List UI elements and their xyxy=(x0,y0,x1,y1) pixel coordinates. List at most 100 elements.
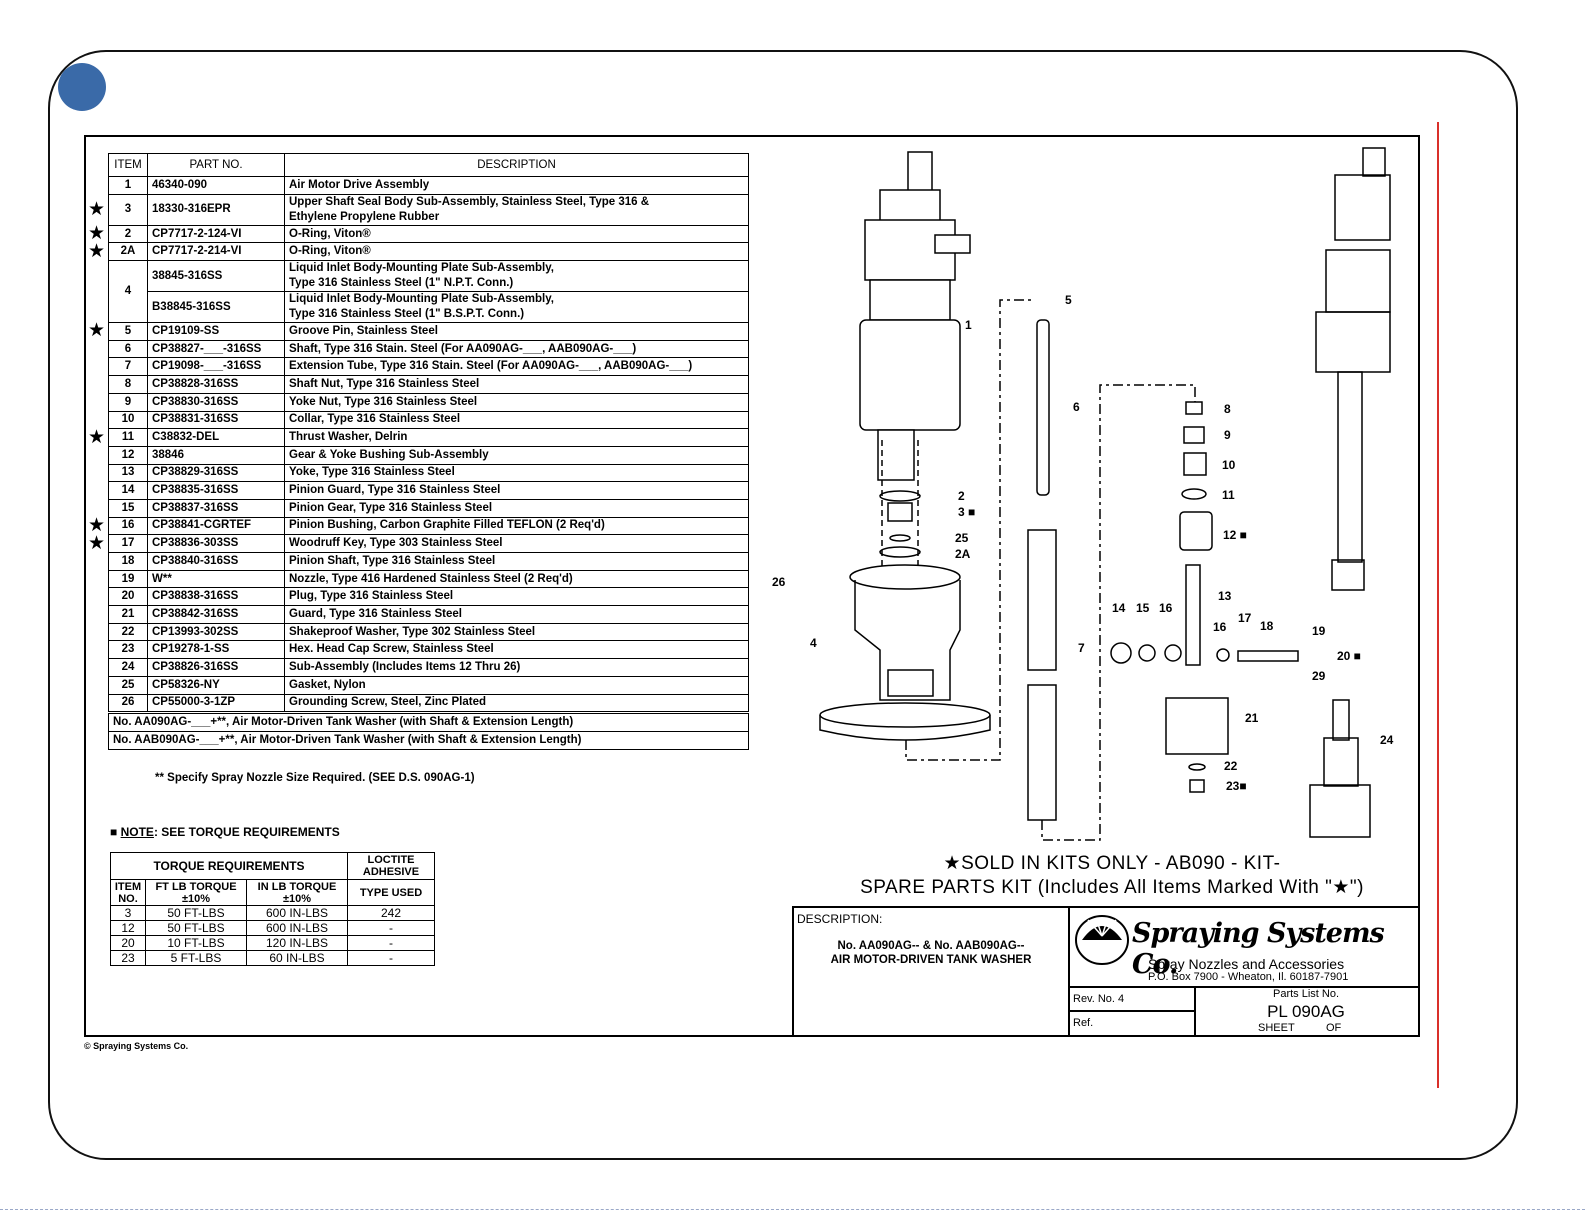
gear-parts-illustration xyxy=(1110,401,1299,793)
col-in-lb: IN LB TORQUE ±10% xyxy=(246,879,348,906)
header-item: ITEM xyxy=(108,153,148,177)
torque-type-cell: - xyxy=(347,935,435,951)
description-line: Extension Tube, Type 316 Stain. Steel (F… xyxy=(289,360,693,373)
part-no-cell: 18330-316EPR xyxy=(147,193,285,226)
model-number-cell: No. AA090AG-___+**, Air Motor-Driven Tan… xyxy=(108,711,749,732)
part-no-cell: CP38826-316SS xyxy=(147,658,285,677)
item-cell: 1 xyxy=(108,176,148,195)
item-cell: 2 xyxy=(108,224,148,244)
item-cell: 6 xyxy=(108,339,148,359)
part-no-cell: CP7717-2-214-VI xyxy=(147,242,285,262)
loctite-header: LOCTITE ADHESIVE xyxy=(347,852,435,880)
description-line: Gasket, Nylon xyxy=(289,678,366,691)
part-no-cell: CP38840-316SS xyxy=(147,552,285,571)
callout-label: 2 xyxy=(958,489,965,503)
red-margin-line xyxy=(1437,122,1439,1088)
description-cell: Shakeproof Washer, Type 302 Stainless St… xyxy=(284,622,749,642)
torque-in-cell: 600 IN-LBS xyxy=(246,905,348,921)
part-no-cell: 38845-316SS xyxy=(147,260,285,293)
table-row: B38845-316SS Liquid Inlet Body-Mounting P… xyxy=(109,291,749,324)
torque-ft-cell: 50 FT-LBS xyxy=(145,920,247,936)
callout-label: 2A xyxy=(955,547,971,561)
callout-label: 5 xyxy=(1065,293,1072,307)
callout-label: 26 xyxy=(772,575,786,589)
description-line-2: Ethylene Propylene Rubber xyxy=(289,210,440,223)
rev-number: Rev. No. 4 xyxy=(1073,993,1125,1005)
description-cell: O-Ring, Viton® xyxy=(284,242,749,262)
description-cell: O-Ring, Viton® xyxy=(284,224,749,244)
description-cell: Liquid Inlet Body-Mounting Plate Sub-Ass… xyxy=(284,291,749,324)
item-cell: 9 xyxy=(108,392,148,412)
part-no-cell: CP38831-316SS xyxy=(147,410,285,430)
description-cell: Extension Tube, Type 316 Stain. Steel (F… xyxy=(284,357,749,377)
leader-dashed xyxy=(905,299,1035,761)
description-line-2: Type 316 Stainless Steel (1" B.S.P.T. Co… xyxy=(289,308,525,321)
description-cell: Yoke Nut, Type 316 Stainless Steel xyxy=(284,392,749,412)
col-type-used: TYPE USED xyxy=(347,879,435,906)
item-cell: 5 xyxy=(108,322,148,341)
part-no-cell: B38845-316SS xyxy=(147,291,285,324)
description-line-1: No. AA090AG-- & No. AAB090AG-- xyxy=(837,940,1025,952)
description-cell: Groove Pin, Stainless Steel xyxy=(284,322,749,341)
model-row: No. AAB090AG-___+**, Air Motor-Driven Ta… xyxy=(108,730,749,750)
description-cell: Air Motor Drive Assembly xyxy=(284,176,749,195)
item-cell: 20 xyxy=(108,587,148,607)
description-line: Liquid Inlet Body-Mounting Plate Sub-Ass… xyxy=(289,262,554,275)
description-line: Liquid Inlet Body-Mounting Plate Sub-Ass… xyxy=(289,293,554,306)
part-no-cell: CP38830-316SS xyxy=(147,392,285,412)
item-cell: 8 xyxy=(108,375,148,394)
callout-label: 19 xyxy=(1312,624,1326,638)
item-cell: 13 xyxy=(108,463,148,483)
part-no-cell: C38832-DEL xyxy=(147,428,285,447)
callout-label: 3 ■ xyxy=(958,505,976,519)
part-no-cell: W** xyxy=(147,569,285,589)
item-cell: 17 xyxy=(108,534,148,553)
rev-ref-box: Rev. No. 4 Ref. xyxy=(1068,986,1196,1035)
part-no-cell: CP38835-316SS xyxy=(147,481,285,500)
callout-label: 29 xyxy=(1312,669,1326,683)
col-ft-lb: FT LB TORQUE ±10% xyxy=(145,879,247,906)
description-line-2: AIR MOTOR-DRIVEN TANK WASHER xyxy=(830,954,1032,966)
title-block: DESCRIPTION: No. AA090AG-- & No. AAB090A… xyxy=(792,906,1420,1037)
kit-star-icon: ★ xyxy=(88,532,106,554)
kit-star-icon: ★ xyxy=(88,223,106,245)
description-line: O-Ring, Viton® xyxy=(289,227,371,240)
spare-parts-kit-note: ★SOLD IN KITS ONLY - AB090 - KIT- SPARE … xyxy=(812,852,1412,900)
part-no-cell: CP38838-316SS xyxy=(147,587,285,607)
specify-note: ** Specify Spray Nozzle Size Required. (… xyxy=(155,772,475,784)
description-line: Shakeproof Washer, Type 302 Stainless St… xyxy=(289,625,536,638)
kit-star-icon: ★ xyxy=(88,320,106,342)
torque-in-cell: 600 IN-LBS xyxy=(246,920,348,936)
exploded-view-drawing xyxy=(819,147,1391,841)
description-cell: Grounding Screw, Steel, Zinc Plated xyxy=(284,693,749,714)
item-cell: 22 xyxy=(108,622,148,642)
description-line: Shaft, Type 316 Stain. Steel (For AA090A… xyxy=(289,342,637,355)
description-line: Yoke, Type 316 Stainless Steel xyxy=(289,466,455,479)
item-cell: 18 xyxy=(108,552,148,571)
torque-item-cell: 12 xyxy=(110,920,146,936)
ref-label: Ref. xyxy=(1073,1017,1094,1029)
description-cell: Yoke, Type 316 Stainless Steel xyxy=(284,463,749,483)
callout-label: 16 xyxy=(1213,620,1227,634)
part-no-cell: CP38829-316SS xyxy=(147,463,285,483)
torque-requirements-table: TORQUE REQUIREMENTS LOCTITE ADHESIVE ITE… xyxy=(110,852,435,966)
torque-type-cell: 242 xyxy=(347,905,435,921)
item-cell: 19 xyxy=(108,569,148,589)
callout-label: 4 xyxy=(810,636,817,650)
callout-label: 11 xyxy=(1222,488,1235,502)
